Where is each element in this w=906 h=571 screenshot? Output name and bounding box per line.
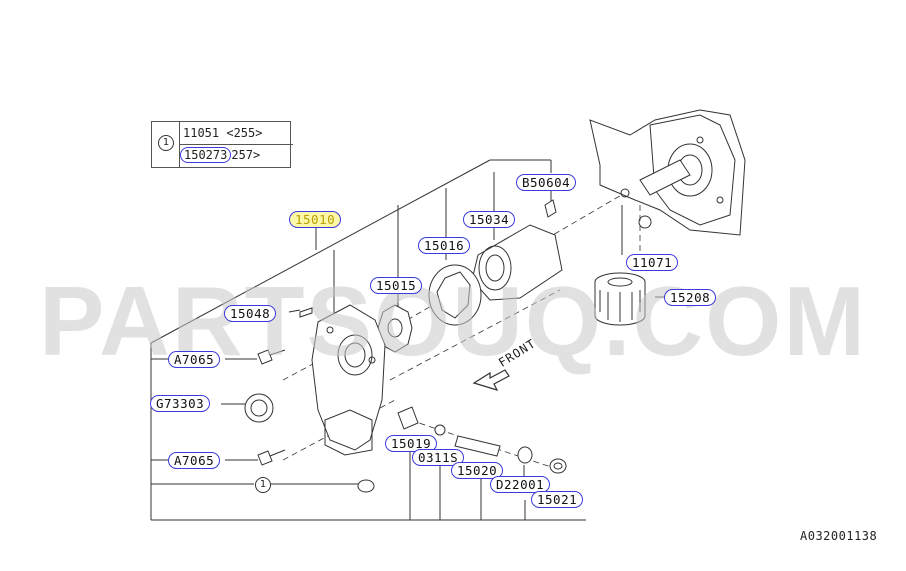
oil-pump-body-drawing xyxy=(299,304,386,456)
part-label-g73303[interactable]: G73303 xyxy=(150,395,211,412)
part-label-a7065-lower[interactable]: A7065 xyxy=(168,452,221,469)
relief-valve-drawings xyxy=(397,406,567,474)
part-label-a7065-upper[interactable]: A7065 xyxy=(168,351,221,368)
part-label-11071[interactable]: 11071 xyxy=(626,254,679,271)
front-arrow-icon xyxy=(472,369,510,391)
legend-ref-number: 1 xyxy=(158,135,174,151)
part-label-15034[interactable]: 15034 xyxy=(463,211,516,228)
diagram-id: A032001138 xyxy=(800,529,878,543)
legend-row-1-code: 11051 xyxy=(183,126,220,140)
legend-row-2-suffix: 257> xyxy=(231,148,261,162)
part-label-15016[interactable]: 15016 xyxy=(418,237,471,254)
part-label-b50604[interactable]: B50604 xyxy=(516,174,577,191)
part-label-15020[interactable]: 15020 xyxy=(451,462,504,479)
legend-row-1: 11051 <255> xyxy=(180,122,293,145)
outer-rotor-drawing xyxy=(428,264,482,326)
oil-seal-drawing xyxy=(244,393,274,423)
part-label-15019[interactable]: 15019 xyxy=(385,435,438,452)
legend-row-2-code[interactable]: 150273 xyxy=(180,147,232,163)
part-label-d22001[interactable]: D22001 xyxy=(490,476,551,493)
bottom-ref-circle: 1 xyxy=(255,477,271,493)
part-label-15010[interactable]: 15010 xyxy=(289,211,342,228)
oil-filter-drawing xyxy=(594,272,646,326)
legend-row-1-suffix: <255> xyxy=(226,126,263,140)
bolt-drawings xyxy=(257,349,375,493)
part-label-15015[interactable]: 15015 xyxy=(370,277,423,294)
part-label-15021[interactable]: 15021 xyxy=(531,491,584,508)
part-label-15048[interactable]: 15048 xyxy=(224,305,277,322)
engine-block-drawing xyxy=(589,109,746,236)
part-label-0311s[interactable]: 0311S xyxy=(412,449,465,466)
legend-ref-cell: 1 xyxy=(152,122,180,167)
part-label-15208[interactable]: 15208 xyxy=(664,289,717,306)
